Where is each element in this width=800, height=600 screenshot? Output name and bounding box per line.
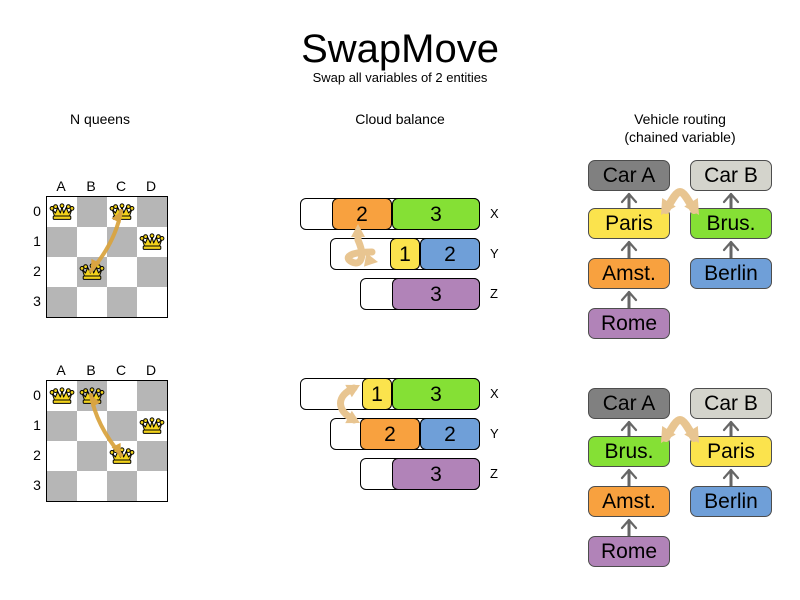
cloud-row-label-z-after: Z: [490, 466, 498, 481]
page-title: SwapMove: [301, 27, 499, 71]
cloud-segment-y-1-after[interactable]: 2: [420, 418, 480, 450]
vrp-node-brus-after[interactable]: Brus.: [588, 436, 670, 467]
board-cell-c2[interactable]: [107, 257, 137, 287]
board-cell-a0[interactable]: [47, 197, 77, 227]
rank-label-0-before: 0: [33, 203, 41, 219]
rank-label-2-before: 2: [33, 263, 41, 279]
vrp-heading-line-2: (chained variable): [624, 129, 736, 145]
cloud-row-label-x-after: X: [490, 386, 499, 401]
cloud-segment-z-0-after[interactable]: 3: [392, 458, 480, 490]
section-heading-nqueens: N queens: [70, 111, 130, 127]
vrp-node-cara-after[interactable]: Car A: [588, 388, 670, 419]
board-cell-a3[interactable]: [47, 471, 77, 501]
board-cell-a2[interactable]: [47, 257, 77, 287]
file-label-a-before: A: [56, 178, 66, 194]
vrp-node-berlin-after[interactable]: Berlin: [690, 486, 772, 517]
rank-label-3-before: 3: [33, 293, 41, 309]
section-heading-vehicle-routing: Vehicle routing (chained variable): [590, 110, 770, 146]
section-heading-cloud-balance: Cloud balance: [355, 111, 445, 127]
vrp-node-cara-before[interactable]: Car A: [588, 160, 670, 191]
file-label-d-after: D: [145, 362, 157, 378]
vrp-node-berlin-before[interactable]: Berlin: [690, 258, 772, 289]
board-cell-c3[interactable]: [107, 471, 137, 501]
board-cell-c2[interactable]: [107, 441, 137, 471]
cloud-segment-x-1-after[interactable]: 3: [392, 378, 480, 410]
vrp-node-rome-before[interactable]: Rome: [588, 308, 670, 339]
board-cell-a1[interactable]: [47, 411, 77, 441]
vrp-node-carb-after[interactable]: Car B: [690, 388, 772, 419]
board-cell-c1[interactable]: [107, 411, 137, 441]
board-cell-d2[interactable]: [137, 257, 167, 287]
chessboard-after: A B C D 0 1 2 3: [30, 359, 200, 502]
board-cell-a3[interactable]: [47, 287, 77, 317]
board-cell-b1[interactable]: [77, 227, 107, 257]
chessboard-grid-before[interactable]: [46, 196, 168, 318]
chessboard-before: A B C D 0 1 2 3: [30, 175, 200, 318]
vrp-node-rome-after[interactable]: Rome: [588, 536, 670, 567]
board-cell-b3[interactable]: [77, 471, 107, 501]
cloud-segment-y-0-before[interactable]: 1: [390, 238, 420, 270]
board-cell-d0[interactable]: [137, 197, 167, 227]
board-cell-c0[interactable]: [107, 381, 137, 411]
file-label-c-before: C: [115, 178, 127, 194]
cloud-segment-y-1-before[interactable]: 2: [420, 238, 480, 270]
cloud-segment-x-0-after[interactable]: 1: [362, 378, 392, 410]
cloud-segment-x-0-before[interactable]: 2: [332, 198, 392, 230]
vrp-node-amst-after[interactable]: Amst.: [588, 486, 670, 517]
board-cell-b3[interactable]: [77, 287, 107, 317]
cloud-segment-x-1-before[interactable]: 3: [392, 198, 480, 230]
board-cell-b1[interactable]: [77, 411, 107, 441]
vrp-node-carb-before[interactable]: Car B: [690, 160, 772, 191]
cloud-row-label-z-before: Z: [490, 286, 498, 301]
board-cell-c1[interactable]: [107, 227, 137, 257]
board-cell-b2[interactable]: [77, 257, 107, 287]
rank-label-3-after: 3: [33, 477, 41, 493]
file-label-a-after: A: [56, 362, 66, 378]
vrp-node-brus-before[interactable]: Brus.: [690, 208, 772, 239]
cloud-segment-y-0-after[interactable]: 2: [360, 418, 420, 450]
cloud-row-label-y-after: Y: [490, 426, 499, 441]
board-cell-a1[interactable]: [47, 227, 77, 257]
board-cell-d0[interactable]: [137, 381, 167, 411]
file-label-c-after: C: [115, 362, 127, 378]
board-cell-b2[interactable]: [77, 441, 107, 471]
board-cell-d3[interactable]: [137, 471, 167, 501]
board-cell-b0[interactable]: [77, 197, 107, 227]
board-cell-c3[interactable]: [107, 287, 137, 317]
file-label-d-before: D: [145, 178, 157, 194]
board-cell-d2[interactable]: [137, 441, 167, 471]
vrp-node-paris-before[interactable]: Paris: [588, 208, 670, 239]
board-cell-d3[interactable]: [137, 287, 167, 317]
vrp-node-amst-before[interactable]: Amst.: [588, 258, 670, 289]
file-label-b-before: B: [86, 178, 96, 194]
cloud-row-label-y-before: Y: [490, 246, 499, 261]
board-cell-b0[interactable]: [77, 381, 107, 411]
board-cell-d1[interactable]: [137, 227, 167, 257]
rank-label-0-after: 0: [33, 387, 41, 403]
board-cell-a0[interactable]: [47, 381, 77, 411]
vrp-heading-line-1: Vehicle routing: [634, 111, 726, 127]
chessboard-grid-after[interactable]: [46, 380, 168, 502]
board-cell-c0[interactable]: [107, 197, 137, 227]
rank-label-1-after: 1: [33, 417, 41, 433]
rank-label-1-before: 1: [33, 233, 41, 249]
vrp-node-paris-after[interactable]: Paris: [690, 436, 772, 467]
board-cell-d1[interactable]: [137, 411, 167, 441]
board-cell-a2[interactable]: [47, 441, 77, 471]
cloud-segment-z-0-before[interactable]: 3: [392, 278, 480, 310]
cloud-row-label-x-before: X: [490, 206, 499, 221]
file-label-b-after: B: [86, 362, 96, 378]
page-subtitle: Swap all variables of 2 entities: [312, 70, 488, 85]
rank-label-2-after: 2: [33, 447, 41, 463]
